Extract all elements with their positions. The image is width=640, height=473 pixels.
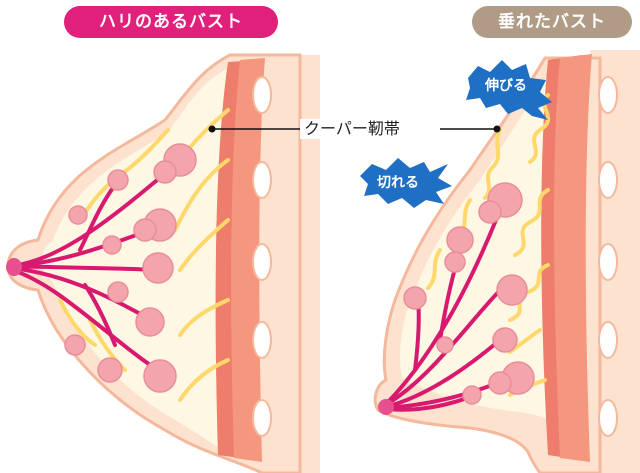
lobule bbox=[153, 160, 177, 184]
ligament-strand bbox=[178, 218, 230, 272]
milk-duct bbox=[78, 183, 117, 252]
rib-oval bbox=[252, 243, 272, 281]
ligament-label: クーパー靭帯 bbox=[300, 119, 404, 139]
firm-muscle-inner bbox=[231, 58, 265, 462]
ligament-strand bbox=[483, 128, 502, 200]
firm-breast-title: ハリのあるバスト bbox=[64, 6, 278, 38]
ligament-strand bbox=[178, 358, 230, 402]
lobule bbox=[143, 359, 177, 393]
lobule bbox=[142, 252, 174, 284]
rib-oval bbox=[252, 399, 272, 437]
nipple bbox=[378, 399, 394, 415]
callout-break-burst bbox=[360, 158, 452, 208]
milk-duct bbox=[10, 268, 167, 377]
rib-oval bbox=[252, 321, 272, 359]
lobule bbox=[492, 327, 518, 353]
callout-stretch-burst bbox=[466, 60, 552, 120]
rib-oval bbox=[252, 161, 272, 199]
lobule bbox=[133, 218, 157, 242]
sagging-breast-title: 垂れたバスト bbox=[472, 6, 632, 38]
lobule bbox=[446, 226, 474, 254]
ligament-strand bbox=[508, 263, 550, 322]
lobule bbox=[444, 251, 466, 273]
ligament-strand bbox=[178, 298, 230, 337]
burst-shape bbox=[360, 158, 452, 208]
break-callout-text: 切れる bbox=[377, 175, 419, 191]
rib-oval bbox=[598, 321, 618, 359]
lobule bbox=[478, 200, 502, 224]
ligament-strand bbox=[426, 248, 442, 290]
lobule bbox=[97, 357, 123, 383]
sagging-muscle-inner bbox=[554, 54, 592, 462]
ligament-strand bbox=[513, 188, 550, 257]
lobule bbox=[496, 274, 528, 306]
lobule bbox=[403, 286, 427, 310]
nipple bbox=[6, 258, 22, 276]
lobule bbox=[68, 205, 88, 225]
rib-oval bbox=[598, 243, 618, 281]
lobule bbox=[488, 371, 512, 395]
lobule bbox=[135, 307, 165, 337]
firm-breast bbox=[6, 53, 320, 473]
lobule bbox=[107, 281, 129, 303]
firm-lobules bbox=[64, 143, 197, 393]
firm-ribs bbox=[252, 76, 272, 437]
lobule bbox=[64, 334, 86, 356]
rib-oval bbox=[598, 76, 618, 114]
milk-duct bbox=[83, 283, 117, 347]
rib-oval bbox=[598, 399, 618, 437]
lobule bbox=[102, 235, 122, 255]
ligament-strand bbox=[58, 298, 97, 347]
rib-oval bbox=[598, 161, 618, 199]
rib-oval bbox=[252, 76, 272, 114]
sagging-ribs bbox=[598, 76, 618, 437]
lobule bbox=[107, 169, 129, 191]
sagging-breast bbox=[373, 50, 640, 473]
stretch-callout-text: 伸びる bbox=[485, 78, 527, 94]
lobule bbox=[436, 336, 454, 354]
lobule bbox=[462, 385, 482, 405]
burst-shape bbox=[466, 60, 552, 120]
ligament-strand bbox=[173, 158, 230, 232]
milk-duct bbox=[384, 338, 502, 409]
sagging-lobules bbox=[403, 182, 535, 405]
